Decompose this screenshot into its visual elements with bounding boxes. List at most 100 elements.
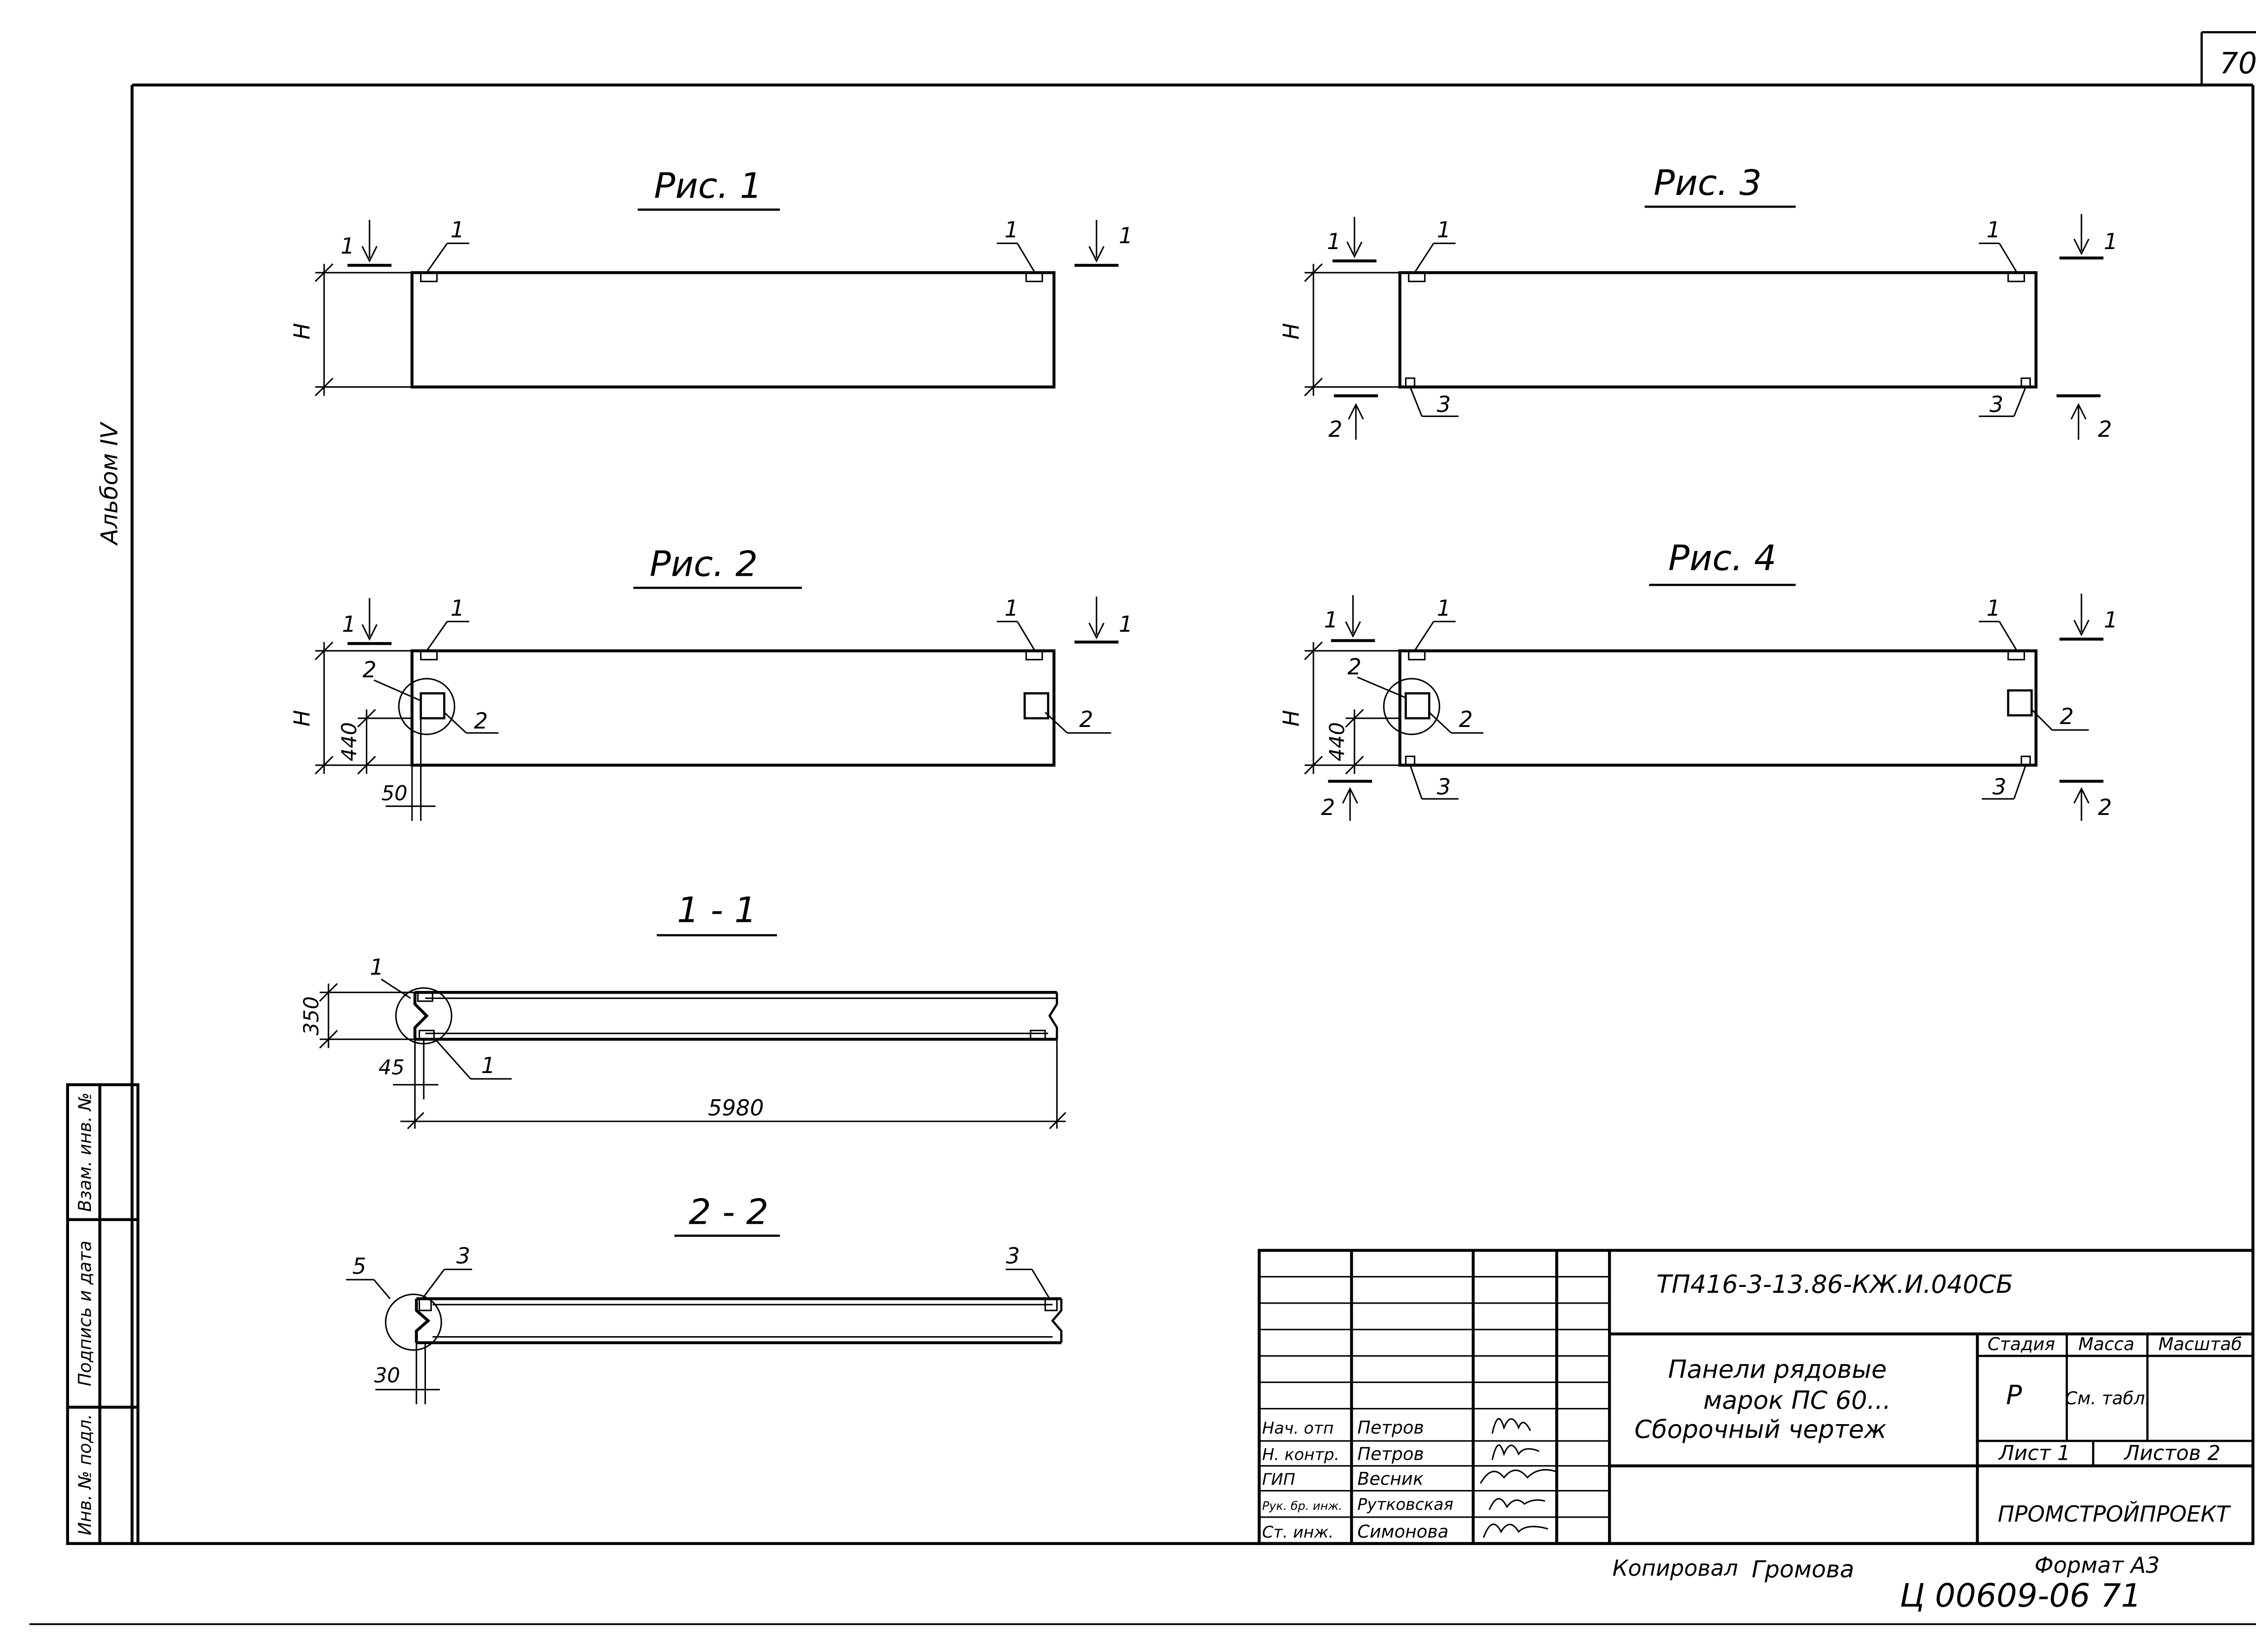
section-1-1: 1 - 1 1 1 350 45 5980: [299, 890, 1067, 1129]
stamp-podpis: Подпись и дата: [75, 1240, 96, 1386]
section-mark-2: 2: [1328, 417, 1342, 442]
mark-1: 1: [481, 1053, 495, 1078]
height-label: H: [290, 710, 315, 727]
mark-1: 1: [1437, 217, 1451, 243]
scale-header: Масштаб: [2159, 1334, 2242, 1355]
section-mark-1: 1: [1324, 607, 1338, 633]
mark-2: 2: [1347, 654, 1361, 680]
section-2-2-title: 2 - 2: [689, 1192, 768, 1232]
insert-1-left: [420, 650, 438, 661]
section-mark-1: 1: [1327, 229, 1341, 255]
role-label: Ст. инж.: [1262, 1523, 1334, 1542]
footer: Копировал Громова Формат А3 Ц 00609-06 7…: [1613, 1553, 2160, 1615]
detail-callout: [385, 1293, 442, 1351]
mark-1: 1: [1437, 596, 1451, 621]
dim-45: 45: [379, 1055, 405, 1079]
mark-2: 2: [1459, 707, 1473, 732]
detail-callout: [398, 678, 455, 736]
stage-header: Стадия: [1988, 1334, 2055, 1355]
person-name: Рутковская: [1357, 1495, 1453, 1514]
sheets-label: Листов 2: [2123, 1441, 2220, 1465]
mark-2: 2: [362, 657, 376, 683]
insert-2-right: [1023, 692, 1049, 720]
mark-1: 1: [1987, 596, 2001, 621]
insert-1-end: [1030, 1030, 1046, 1040]
person-name: Симонова: [1357, 1522, 1448, 1542]
section-2-2: 2 - 2 3 3 5 30: [346, 1192, 1063, 1405]
dim-440: 440: [337, 722, 361, 761]
section-mark-2: 2: [2098, 795, 2112, 820]
role-label: Рук. бр. инж.: [1262, 1499, 1342, 1513]
document-code: ТП416-3-13.86-КЖ.И.040СБ: [1656, 1270, 2013, 1299]
insert-1-left: [1408, 650, 1426, 661]
format-label: Формат А3: [2034, 1553, 2159, 1578]
section-mark-1: 1: [342, 612, 356, 637]
insert-2-left: [1405, 692, 1431, 720]
mark-3: 3: [1992, 775, 2006, 800]
role-label: Нач. отп: [1262, 1419, 1334, 1438]
section-mark-2: 2: [1321, 795, 1335, 820]
section-mark-2: 2: [2098, 417, 2112, 442]
mark-1: 1: [1004, 217, 1018, 243]
mark-3: 3: [1006, 1244, 1020, 1269]
signatures: [1479, 1418, 1557, 1538]
stamp-vzam: Взам. инв. №: [75, 1092, 96, 1212]
section-mark-1: 1: [341, 234, 355, 259]
mark-1: 1: [370, 955, 384, 980]
archive-number: Ц 00609-06 71: [1900, 1577, 2141, 1614]
figure-3-title: Рис. 3: [1654, 163, 1762, 204]
height-label: H: [1279, 710, 1304, 727]
panel-1: [410, 271, 1056, 389]
section-mark-1: 1: [1119, 223, 1133, 249]
mark-1: 1: [1004, 596, 1018, 621]
side-stamp: Инв. № подл. Подпись и дата Взам. инв. №: [66, 1083, 139, 1545]
insert-2-left: [420, 692, 446, 720]
dim-50: 50: [381, 782, 407, 805]
mass-value: См. табл.: [2065, 1388, 2150, 1409]
panel-4: [1398, 649, 2038, 767]
sheet-frame: [29, 31, 2256, 1625]
detail-callout: [395, 987, 453, 1045]
section-mark-1: 1: [2104, 229, 2118, 255]
insert-3-right: [1044, 1298, 1058, 1311]
mark-2: 2: [474, 708, 488, 734]
figure-3: Рис. 3 1 1 3 3 1 1 2 2: [1279, 163, 2117, 442]
figure-1: Рис. 1 1 1 1 1 H: [290, 166, 1133, 397]
height-label: H: [1279, 323, 1304, 340]
panel-2: [410, 649, 1056, 767]
mark-2: 2: [2060, 704, 2074, 730]
insert-1-bottom: [418, 1030, 435, 1040]
copied-label: Копировал: [1613, 1556, 1738, 1581]
dim-5980: 5980: [708, 1096, 764, 1121]
stage-value: Р: [2006, 1380, 2022, 1411]
dim-350: 350: [299, 996, 323, 1036]
role-label: ГИП: [1262, 1471, 1295, 1489]
insert-3-left: [418, 1298, 432, 1311]
mark-3: 3: [1437, 392, 1451, 417]
insert-1-left: [420, 272, 438, 282]
detail-callout: [1383, 678, 1440, 736]
mark-2: 2: [1079, 707, 1093, 732]
mark-1: 1: [450, 596, 464, 621]
dim-30: 30: [374, 1363, 400, 1387]
mass-header: Масса: [2078, 1334, 2134, 1355]
organization: ПРОМСТРОЙПРОЕКТ: [1998, 1501, 2231, 1527]
figure-4: Рис. 4: [1279, 538, 2118, 821]
mark-1: 1: [450, 217, 464, 243]
section-mark-1: 1: [2104, 607, 2118, 633]
title-line-3: Сборочный чертеж: [1634, 1416, 1886, 1444]
title-block: ТП416-3-13.86-КЖ.И.040СБ Панели рядовые …: [1257, 1249, 2255, 1545]
section-mark-1: 1: [1119, 612, 1133, 637]
mark-3: 3: [1989, 392, 2003, 417]
sheet-label: Лист 1: [1998, 1441, 2071, 1465]
role-label: Н. контр.: [1262, 1445, 1339, 1464]
figure-2-title: Рис. 2: [650, 544, 758, 585]
person-name: Петров: [1357, 1418, 1424, 1438]
page-number: 70: [2219, 46, 2256, 80]
title-line-1: Панели рядовые: [1668, 1356, 1887, 1384]
person-name: Весник: [1357, 1469, 1424, 1490]
figure-1-title: Рис. 1: [654, 166, 762, 207]
height-label: H: [290, 323, 315, 340]
mark-3: 3: [456, 1244, 470, 1269]
